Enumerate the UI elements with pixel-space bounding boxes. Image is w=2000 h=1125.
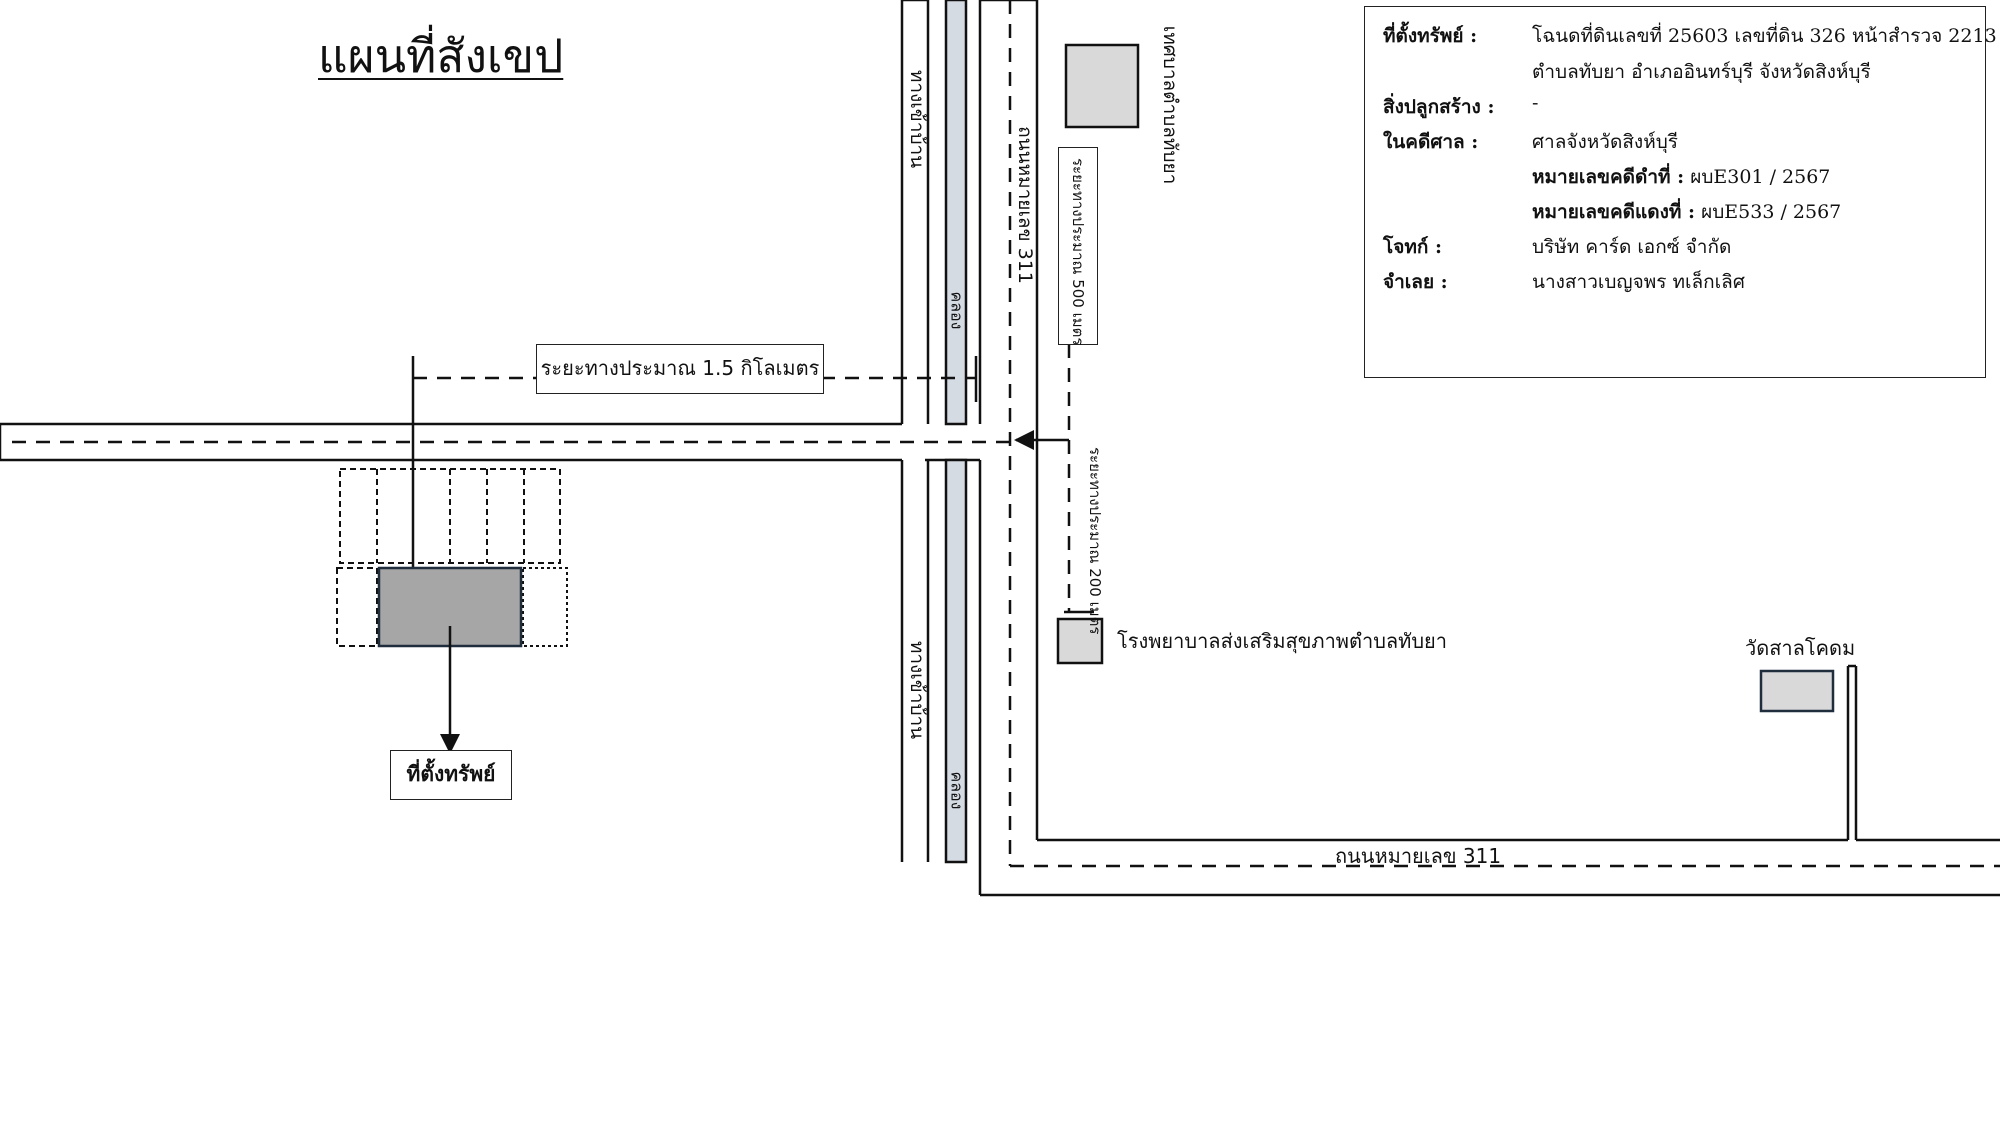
- village-road-lower-label: ทางเข้าบ้าน: [906, 640, 928, 740]
- canal: [944, 0, 968, 864]
- defendant-value: นางสาวเบญจพร ทเล็กเลิศ: [1532, 271, 1745, 293]
- location-line1: โฉนดที่ดินเลขที่ 25603 เลขที่ดิน 326 หน้…: [1532, 25, 1997, 47]
- court-value: ศาลจังหวัดสิงห์บุรี: [1532, 131, 1678, 153]
- canal-lower-label: คลอง: [947, 771, 967, 810]
- village-road: [900, 0, 930, 862]
- property-info-box: ที่ตั้งทรัพย์ : โฉนดที่ดินเลขที่ 25603 เ…: [1364, 6, 1997, 378]
- road-311-horizontal-label: ถนนหมายเลข 311: [1335, 844, 1502, 868]
- plaintiff-value: บริษัท คาร์ด เอกซ์ จำกัด: [1532, 236, 1732, 258]
- road-311-centerline: [1008, 0, 2000, 868]
- road-311-vertical-label: ถนนหมายเลข 311: [1014, 126, 1036, 284]
- hospital-building: [1056, 617, 1104, 665]
- red-case-value: ผบE533 / 2567: [1701, 201, 1842, 223]
- building-label: สิ่งปลูกสร้าง :: [1383, 96, 1495, 118]
- temple-label: วัดสาลโคดม: [1745, 636, 1856, 660]
- municipality-building: [1064, 43, 1140, 129]
- red-case-label: หมายเลขคดีแดงที่ :: [1532, 201, 1696, 223]
- black-case-label: หมายเลขคดีดำที่ :: [1532, 166, 1685, 188]
- map-title: แผนที่สังเขป: [318, 29, 564, 83]
- plaintiff-label: โจทก์ :: [1383, 236, 1442, 258]
- canal-upper-label: คลอง: [947, 291, 967, 330]
- black-case-value: ผบE301 / 2567: [1690, 166, 1831, 188]
- road-311: [978, 0, 2000, 897]
- distance-1-5km-label: ระยะทางประมาณ 1.5 กิโลเมตร: [536, 344, 824, 394]
- location-label: ที่ตั้งทรัพย์ :: [1383, 25, 1478, 47]
- distance-200m-label: ระยะทางประมาณ 200 เมตร: [1086, 447, 1104, 635]
- temple-side-road: [1846, 664, 1858, 840]
- municipality-label: เทศบาลตำบลทับยา: [1159, 25, 1181, 185]
- location-line2: ตำบลทับยา อำเภออินทร์บุรี จังหวัดสิงห์บุ…: [1532, 61, 1871, 83]
- distance-500m-label: ระยะทางประมาณ 500 เมตร: [1069, 158, 1087, 346]
- neighbouring-plots: [336, 468, 568, 647]
- village-road-upper-label: ทางเข้าบ้าน: [906, 69, 928, 169]
- distance-500m-box: [1058, 147, 1098, 345]
- building-value: -: [1532, 92, 1539, 114]
- property-label: ที่ตั้งทรัพย์: [390, 750, 512, 800]
- defendant-label: จำเลย :: [1383, 271, 1448, 293]
- hospital-label: โรงพยาบาลส่งเสริมสุขภาพตำบลทับยา: [1117, 629, 1447, 653]
- temple-building: [1759, 669, 1835, 713]
- court-label: ในคดีศาล :: [1383, 131, 1479, 153]
